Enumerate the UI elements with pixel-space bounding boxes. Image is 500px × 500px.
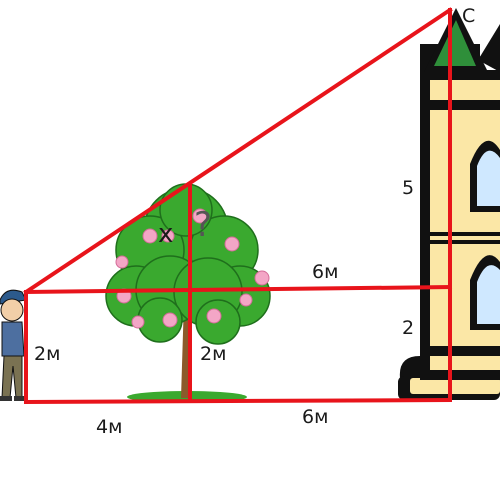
- person-illustration: [0, 289, 27, 401]
- label-castle-upper: 5: [402, 177, 414, 199]
- label-distance-person-tree: 4м: [96, 416, 122, 438]
- ground-line: [23, 397, 453, 405]
- sight-line: [23, 7, 453, 295]
- label-castle-lower: 2: [402, 317, 414, 339]
- label-person-height: 2м: [34, 343, 60, 365]
- construction-lines: [23, 7, 453, 405]
- label-tree-lower-height: 2м: [200, 343, 226, 365]
- diagram-labels: 2м 2м x ? 4м 6м 6м 5 2 C: [34, 5, 475, 438]
- label-eye-level-distance: 6м: [312, 261, 338, 283]
- person-body: [1, 321, 25, 357]
- label-question-mark: ?: [194, 205, 212, 245]
- castle-upper-window: [470, 140, 500, 212]
- castle-lower-window: [470, 255, 500, 330]
- person-head: [0, 298, 24, 322]
- label-top-corner: C: [462, 5, 475, 27]
- castle-illustration: [398, 8, 500, 400]
- label-distance-tree-castle: 6м: [302, 406, 328, 428]
- person-legs: [1, 355, 23, 399]
- label-tree-unknown: x: [158, 219, 173, 249]
- eye-level-line: [23, 284, 453, 295]
